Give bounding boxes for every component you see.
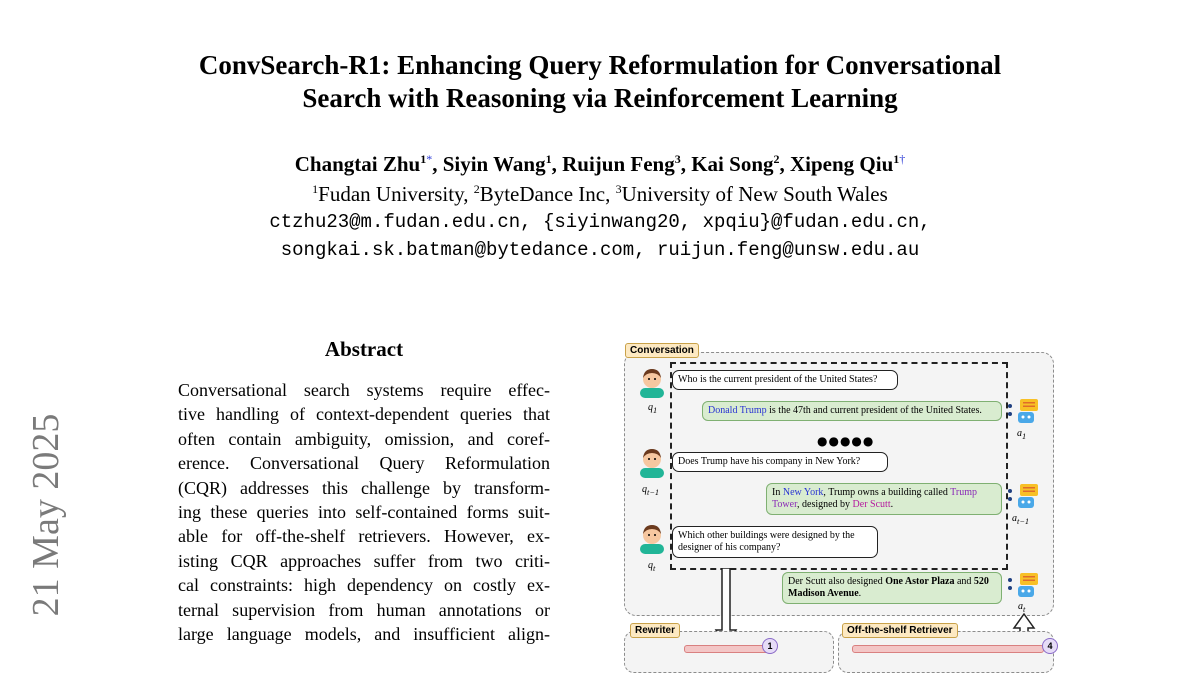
- question-bubble-qtm1: Does Trump have his company in New York?: [672, 452, 888, 472]
- affiliations: 1Fudan University, 2ByteDance Inc, 3Univ…: [0, 182, 1200, 207]
- q-t-label: qt: [648, 560, 656, 573]
- a1-label: a1: [1017, 428, 1027, 441]
- abstract-line: ing these queries into self-contained fo…: [178, 501, 550, 522]
- affil-name: Fudan University: [318, 182, 464, 206]
- rewriter-tag: Rewriter: [630, 623, 681, 638]
- author-mark: *: [426, 152, 433, 166]
- answer-bubble-atm1: In New York, Trump owns a building calle…: [766, 483, 1002, 515]
- abstract-line: (CQR) addresses this challenge by transf…: [178, 477, 550, 498]
- author-name: Siyin Wang: [442, 152, 546, 176]
- question-bubble-qt: Which other buildings were designed by t…: [672, 526, 878, 558]
- affil-name: ByteDance Inc: [479, 182, 606, 206]
- q-t-minus-1-label: qt−1: [642, 484, 660, 497]
- affil-sep: ,: [605, 182, 616, 206]
- question-bubble-q1: Who is the current president of the Unit…: [672, 370, 898, 390]
- step-badge-2: 4: [1042, 638, 1058, 654]
- q1-label: q1: [648, 402, 658, 415]
- affil-name: University of New South Wales: [621, 182, 888, 206]
- paper-title: ConvSearch-R1: Enhancing Query Reformula…: [0, 49, 1200, 115]
- overview-figure: Conversation q1 qt−1 qt Who is the curre…: [620, 340, 1060, 673]
- affil-sup: 2: [473, 182, 480, 196]
- title-line-1: ConvSearch-R1: Enhancing Query Reformula…: [198, 50, 1002, 80]
- abstract-heading: Abstract: [324, 337, 404, 361]
- abstract-line: able for off-the-shelf retrievers. Howev…: [178, 526, 550, 547]
- ellipsis-dots: ●●●●●: [817, 434, 875, 448]
- author-name: Ruijun Feng: [562, 152, 675, 176]
- affil-sup: 1: [312, 182, 319, 196]
- answer-bubble-a1: Donald Trump is the 47th and current pre…: [702, 401, 1002, 421]
- retriever-tag: Off-the-shelf Retriever: [842, 623, 958, 638]
- answer-text: is the 47th and current president of the…: [766, 405, 982, 416]
- author-sep: ,: [779, 152, 790, 176]
- author-mark: †: [899, 152, 906, 166]
- author-name: Xipeng Qiu: [790, 152, 894, 176]
- affil-sup: 3: [615, 182, 622, 196]
- context-window: [670, 362, 1008, 570]
- author-sup: 1: [420, 152, 427, 166]
- author-sup: 1: [545, 152, 552, 166]
- retriever-output-bar: [852, 645, 1044, 653]
- author-sup: 2: [773, 152, 780, 166]
- abstract-line: large language models, and insufficient …: [178, 623, 550, 644]
- abstract-line: tive handling of context-dependent queri…: [178, 404, 550, 425]
- email-line-2[interactable]: songkai.sk.batman@bytedance.com, ruijun.…: [280, 239, 920, 261]
- author-sep: ,: [680, 152, 692, 176]
- abstract-line: ternal supervision from human annotation…: [178, 599, 550, 620]
- author-sep: ,: [551, 152, 563, 176]
- author-name: Changtai Zhu: [294, 152, 421, 176]
- abstract-line: cal constraints: high dependency on cost…: [178, 575, 550, 596]
- title-line-2: Search with Reasoning via Reinforcement …: [302, 83, 898, 113]
- author-sep: ,: [432, 152, 443, 176]
- abstract-line: isting CQR approaches suffer from two cr…: [178, 550, 550, 571]
- author-list: Changtai Zhu1*, Siyin Wang1, Ruijun Feng…: [0, 152, 1200, 177]
- abstract-body: Conversational search systems require ef…: [178, 378, 550, 646]
- user-avatar-icon: [640, 449, 664, 478]
- email-line-1[interactable]: ctzhu23@m.fudan.edu.cn, {siyinwang20, xp…: [269, 211, 931, 233]
- abstract-line: often contain ambiguity, omission, and c…: [178, 428, 550, 449]
- side-date-text: 21 May 2025: [25, 413, 67, 616]
- affil-sep: ,: [463, 182, 474, 206]
- abstract-line: Conversational search systems require ef…: [178, 380, 550, 400]
- abstract-line: erence. Conversational Query Reformulati…: [178, 453, 550, 474]
- answer-bubble-at: Der Scutt also designed One Astor Plaza …: [782, 572, 1002, 604]
- assistant-robot-icon: [1008, 484, 1038, 508]
- arxiv-side-stamp: 21 May 2025: [16, 402, 76, 627]
- conversation-tag: Conversation: [625, 343, 699, 358]
- author-sup: 3: [674, 152, 681, 166]
- user-avatar-icon: [640, 369, 664, 398]
- author-sup: 1: [893, 152, 900, 166]
- author-name: Kai Song: [691, 152, 774, 176]
- a-t-minus-1-label: at−1: [1012, 513, 1030, 526]
- step-badge-1: 1: [762, 638, 778, 654]
- a-t-label: at: [1018, 601, 1026, 614]
- assistant-robot-icon: [1008, 399, 1038, 423]
- user-avatar-icon: [640, 525, 664, 554]
- assistant-robot-icon: [1008, 573, 1038, 597]
- entity-text: Donald Trump: [708, 405, 767, 416]
